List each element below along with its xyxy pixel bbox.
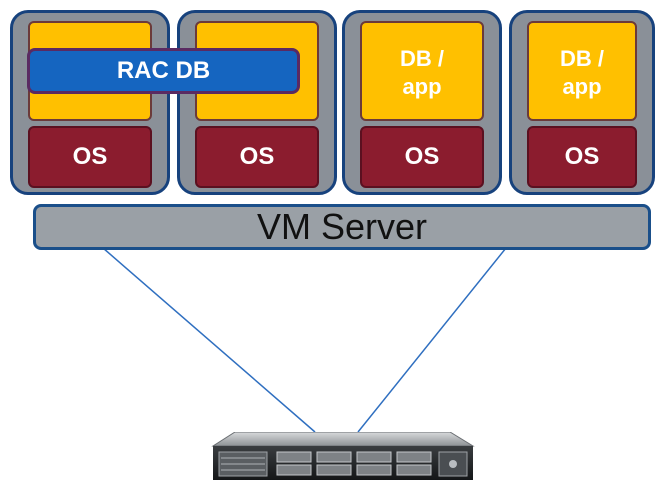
vm-3-app-label: DB / app (400, 46, 444, 99)
vm-4-app-label: DB / app (560, 46, 604, 99)
vm-server-bar: VM Server (33, 204, 651, 250)
vm-3-app-box: DB / app (360, 21, 484, 121)
vm-1-os-box: OS (28, 126, 152, 188)
right-connection-line (357, 247, 507, 433)
rac-db-box: RAC DB (27, 48, 300, 94)
vm-3: DB / app OS (342, 10, 502, 195)
vm-4-app-box: DB / app (527, 21, 637, 121)
vm-3-os-box: OS (360, 126, 484, 188)
vm-4-os-box: OS (527, 126, 637, 188)
vm-4: DB / app OS (509, 10, 655, 195)
rack-server-icon (211, 432, 475, 480)
vm-1: OS (10, 10, 170, 195)
vm-2-os-box: OS (195, 126, 319, 188)
left-connection-line (102, 247, 316, 433)
